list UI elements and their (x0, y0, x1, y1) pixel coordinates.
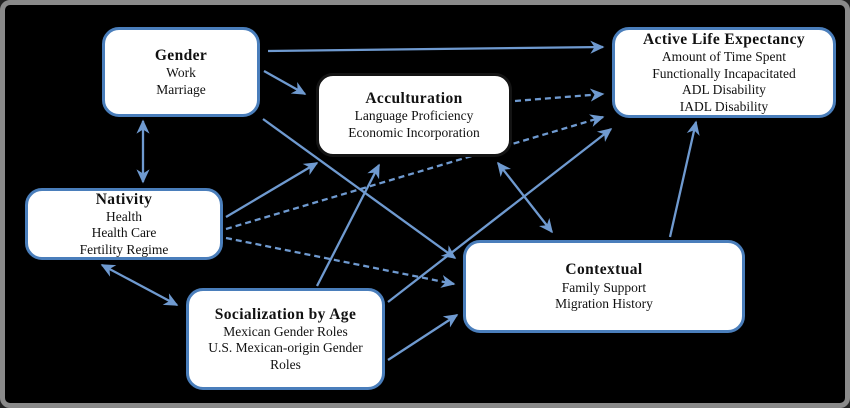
acculturation-box-title: Acculturation (365, 89, 463, 107)
box-line: IADL Disability (679, 98, 769, 114)
box-line: Health Care (91, 225, 157, 241)
box-line: Mexican Gender Roles (223, 323, 348, 339)
box-line: Economic Incorporation (348, 124, 480, 140)
box-line: Functionally Incapacitated (652, 65, 796, 81)
box-line: Migration History (555, 296, 653, 312)
box-line: Amount of Time Spent (661, 49, 787, 65)
arrow-nativity-to-acculturation (225, 162, 319, 218)
arrow-socialization-to-contextual (387, 314, 459, 361)
box-line: Language Proficiency (354, 108, 474, 124)
box-line: ADL Disability (682, 82, 766, 98)
arrow-gender-to-ale (267, 40, 605, 54)
active-life-expectancy-box-title: Active Life Expectancy (642, 30, 806, 48)
box-line: U.S. Mexican-origin Gender Roles (208, 340, 363, 372)
socialization-by-age-box: Socialization by Age Mexican Gender Role… (186, 288, 385, 390)
box-line: Work (166, 65, 196, 81)
contextual-box-title: Contextual (565, 261, 643, 279)
box-line: Health (106, 208, 142, 224)
arrow-nativity-socialization (100, 263, 179, 307)
socialization-by-age-box-title: Socialization by Age (214, 305, 357, 323)
arrow-socialization-to-acculturation (315, 163, 381, 287)
nativity-box-title: Nativity (95, 190, 153, 208)
box-line: Fertility Regime (79, 241, 169, 257)
active-life-expectancy-box: Active Life Expectancy Amount of Time Sp… (612, 27, 836, 118)
box-line: Marriage (156, 81, 206, 97)
arrow-gender-to-acculturation (263, 69, 307, 96)
arrow-contextual-to-ale (668, 120, 700, 238)
gender-box-title: Gender (154, 46, 208, 64)
arrow-acculturation-to-ale (514, 88, 605, 103)
box-line: Family Support (561, 279, 647, 295)
arrow-acculturation-contextual (497, 161, 553, 234)
arrow-nativity-to-contextual (225, 236, 456, 288)
